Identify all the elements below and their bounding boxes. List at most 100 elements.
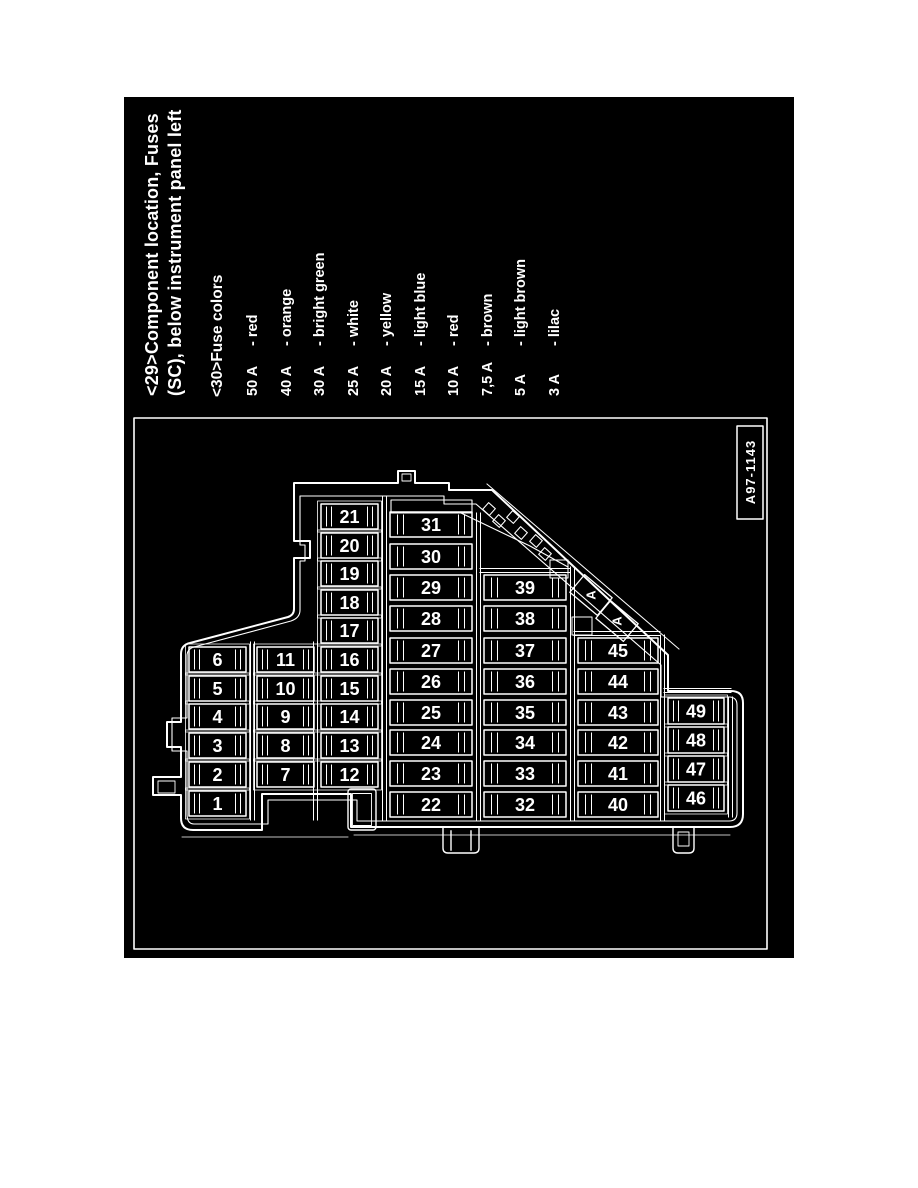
fuse-cavity (317, 614, 382, 647)
fuse-number: 24 (421, 733, 441, 753)
fuse-body (389, 729, 473, 756)
fuse-body (483, 791, 567, 818)
fuse-slot-40: 40 (577, 791, 659, 818)
title-line-1: <29>Component location, Fuses (142, 113, 162, 396)
fuse-body (320, 617, 379, 644)
fuse-body (320, 761, 379, 788)
fuse-number: 33 (515, 764, 535, 784)
fuse-slot-13: 13 (317, 729, 382, 762)
ref-label: A97-1143 (743, 440, 758, 504)
fuse-number: 9 (280, 707, 290, 727)
fuse-body (389, 574, 473, 601)
legend-item: 40 A- orange (278, 288, 295, 396)
fuse-number: 40 (608, 795, 628, 815)
fuse-body (188, 646, 247, 673)
fuse-slot-9: 9 (253, 700, 318, 733)
fuse-number: 14 (339, 707, 359, 727)
fuse-number: 19 (339, 564, 359, 584)
fuse-number: 28 (421, 609, 441, 629)
fuse-slot-3: 3 (185, 729, 250, 762)
fuse-slot-34: 34 (483, 729, 567, 756)
small-box-2 (571, 616, 593, 636)
fuse-slot-43: 43 (577, 699, 659, 726)
fuse-number: 12 (339, 765, 359, 785)
fuse-body (320, 732, 379, 759)
fuse-number: 42 (608, 733, 628, 753)
fuse-number: 30 (421, 547, 441, 567)
fuse-body (188, 790, 247, 817)
fuse-number: 23 (421, 764, 441, 784)
fuse-number: 7 (280, 765, 290, 785)
fuse-body (320, 703, 379, 730)
fuse-slot-15: 15 (317, 672, 382, 705)
fuse-body (667, 784, 725, 812)
fuse-color-legend: 50 A- red 40 A- orange 30 A- bright gree… (237, 221, 572, 396)
fuse-body (483, 637, 567, 664)
fuse-number: 32 (515, 795, 535, 815)
fuse-slot-48: 48 (664, 723, 728, 757)
relay-plate-2: A (595, 599, 639, 643)
fusebox-diagram: A97-1143 (133, 417, 768, 950)
fuse-slot-18: 18 (317, 586, 382, 619)
fuse-body (256, 646, 315, 673)
fuse-number: 45 (608, 641, 628, 661)
fuse-number: 47 (686, 760, 706, 780)
fuse-body (483, 699, 567, 726)
fuse-slot-25: 25 (389, 699, 473, 726)
fuse-body (389, 605, 473, 632)
mount-tab-bottom-2 (672, 827, 695, 854)
fuse-cavity (664, 781, 728, 815)
fuse-body (188, 761, 247, 788)
fuse-cavity (317, 557, 382, 590)
fuse-number: 21 (339, 507, 359, 527)
fuse-slot-26: 26 (389, 668, 473, 695)
fuse-number: 15 (339, 679, 359, 699)
fuse-number: 38 (515, 609, 535, 629)
fuse-body (483, 574, 567, 601)
fuse-number: 39 (515, 578, 535, 598)
connector-keys (482, 502, 552, 561)
fuse-slot-27: 27 (389, 637, 473, 664)
fuse-body (577, 699, 659, 726)
fuse-slot-35: 35 (483, 699, 567, 726)
fusebox-outline (152, 470, 744, 838)
legend-heading: <30>Fuse colors (209, 274, 226, 397)
fuse-body (389, 637, 473, 664)
fuse-number: 27 (421, 641, 441, 661)
fuse-slot-23: 23 (389, 760, 473, 787)
fuse-number: 8 (280, 736, 290, 756)
connector-key (492, 514, 506, 528)
fuse-number: 26 (421, 672, 441, 692)
fuse-slot-2: 2 (185, 758, 250, 791)
fuse-slot-39: 39 (483, 574, 567, 601)
fuse-number: 49 (686, 702, 706, 722)
fuse-slot-10: 10 (253, 672, 318, 705)
fuse-slot-47: 47 (664, 752, 728, 786)
title-line-2: (SC), below instrument panel left (165, 109, 185, 396)
fuse-slot-30: 30 (389, 543, 473, 570)
fuse-cavity (317, 729, 382, 762)
fuse-number: 2 (212, 765, 222, 785)
fuse-slot-38: 38 (483, 605, 567, 632)
fuse-slot-4: 4 (185, 700, 250, 733)
figure-title: <29>Component location, Fuses (SC), belo… (141, 96, 187, 396)
fuse-cavity (185, 700, 250, 733)
ref-label-box: A97-1143 (736, 425, 764, 520)
relay-letter-2: A (610, 616, 625, 626)
fuse-number: 25 (421, 703, 441, 723)
fuse-slot-46: 46 (664, 781, 728, 815)
top-tab-inner (401, 473, 412, 482)
fuse-number: 37 (515, 641, 535, 661)
legend-item: 50 A- red (245, 314, 261, 396)
fuse-cavity (317, 500, 382, 533)
fuse-cavity (185, 729, 250, 762)
fuse-slot-32: 32 (483, 791, 567, 818)
fuse-body (483, 760, 567, 787)
fuse-body (320, 646, 379, 673)
connector-key (538, 547, 552, 561)
fuse-number: 16 (339, 650, 359, 670)
fuse-body (389, 543, 473, 570)
fuse-body (389, 699, 473, 726)
fuse-slot-14: 14 (317, 700, 382, 733)
fuse-number: 36 (515, 672, 535, 692)
